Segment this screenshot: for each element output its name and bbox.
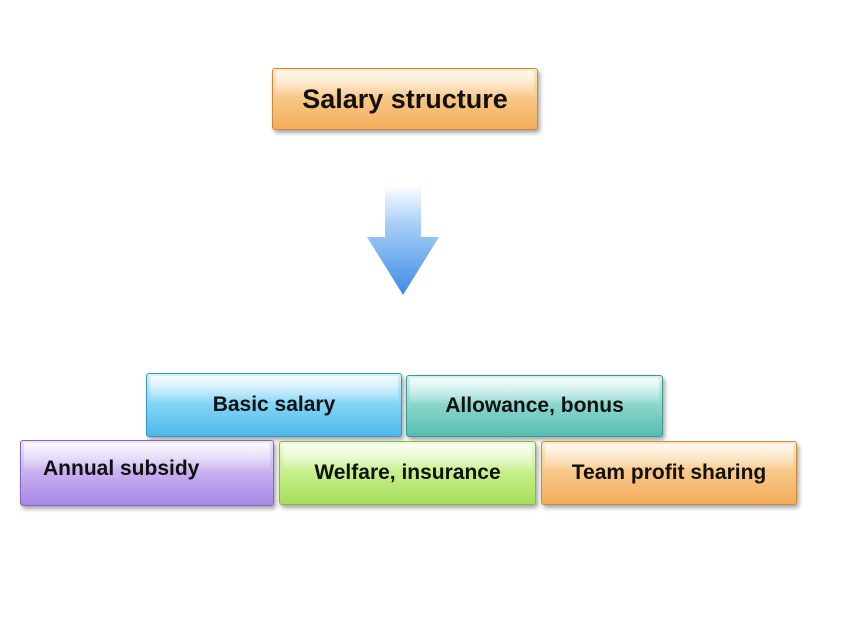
salary-structure-label: Salary structure: [302, 83, 508, 114]
salary-structure-box: Salary structure: [272, 68, 538, 130]
team-profit-sharing-label: Team profit sharing: [571, 461, 767, 484]
allowance-bonus-label: Allowance, bonus: [445, 394, 624, 417]
basic-salary-box: Basic salary: [146, 373, 402, 437]
welfare-insurance-label: Welfare, insurance: [314, 461, 501, 484]
annual-subsidy-label: Annual subsidy: [43, 457, 200, 480]
allowance-bonus-box: Allowance, bonus: [406, 375, 663, 437]
basic-salary-label: Basic salary: [212, 393, 336, 416]
team-profit-sharing-box: Team profit sharing: [541, 441, 797, 505]
down-arrow-icon: [367, 185, 439, 295]
annual-subsidy-box: Annual subsidy: [20, 440, 274, 506]
welfare-insurance-box: Welfare, insurance: [279, 441, 536, 505]
